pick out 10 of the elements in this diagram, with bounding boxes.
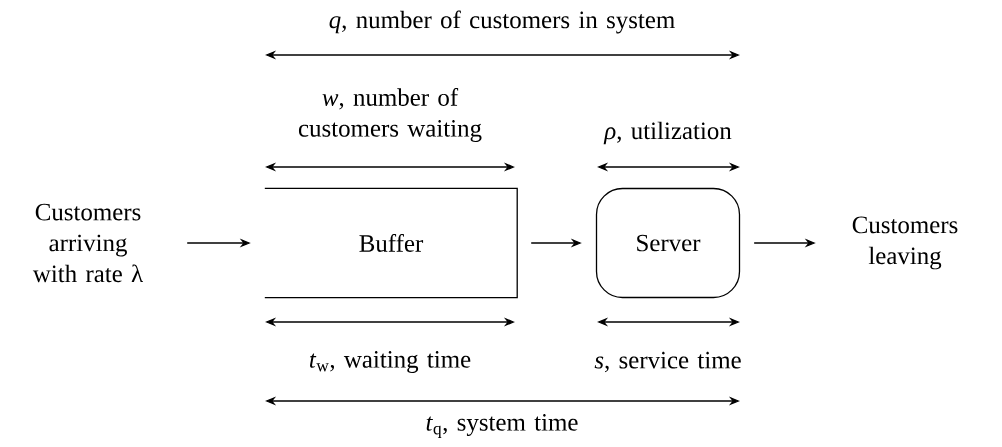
dimension-label: q, number of customers in system [329,10,675,34]
text-label: Customers leaving [852,216,958,270]
dimension-label: s, service time [594,351,741,373]
buffer-box: Buffer [264,187,518,299]
server-box: Server [595,187,741,299]
dimension-label: w, number of customers waiting [298,88,482,142]
dimension-label: t$_{w}$, waiting time [309,351,471,373]
dimension-label: t$_{q}$, system time [426,414,578,438]
dimension-label: ρ, utilization [603,121,732,145]
text-label: Customers arriving with rate λ [32,203,143,283]
